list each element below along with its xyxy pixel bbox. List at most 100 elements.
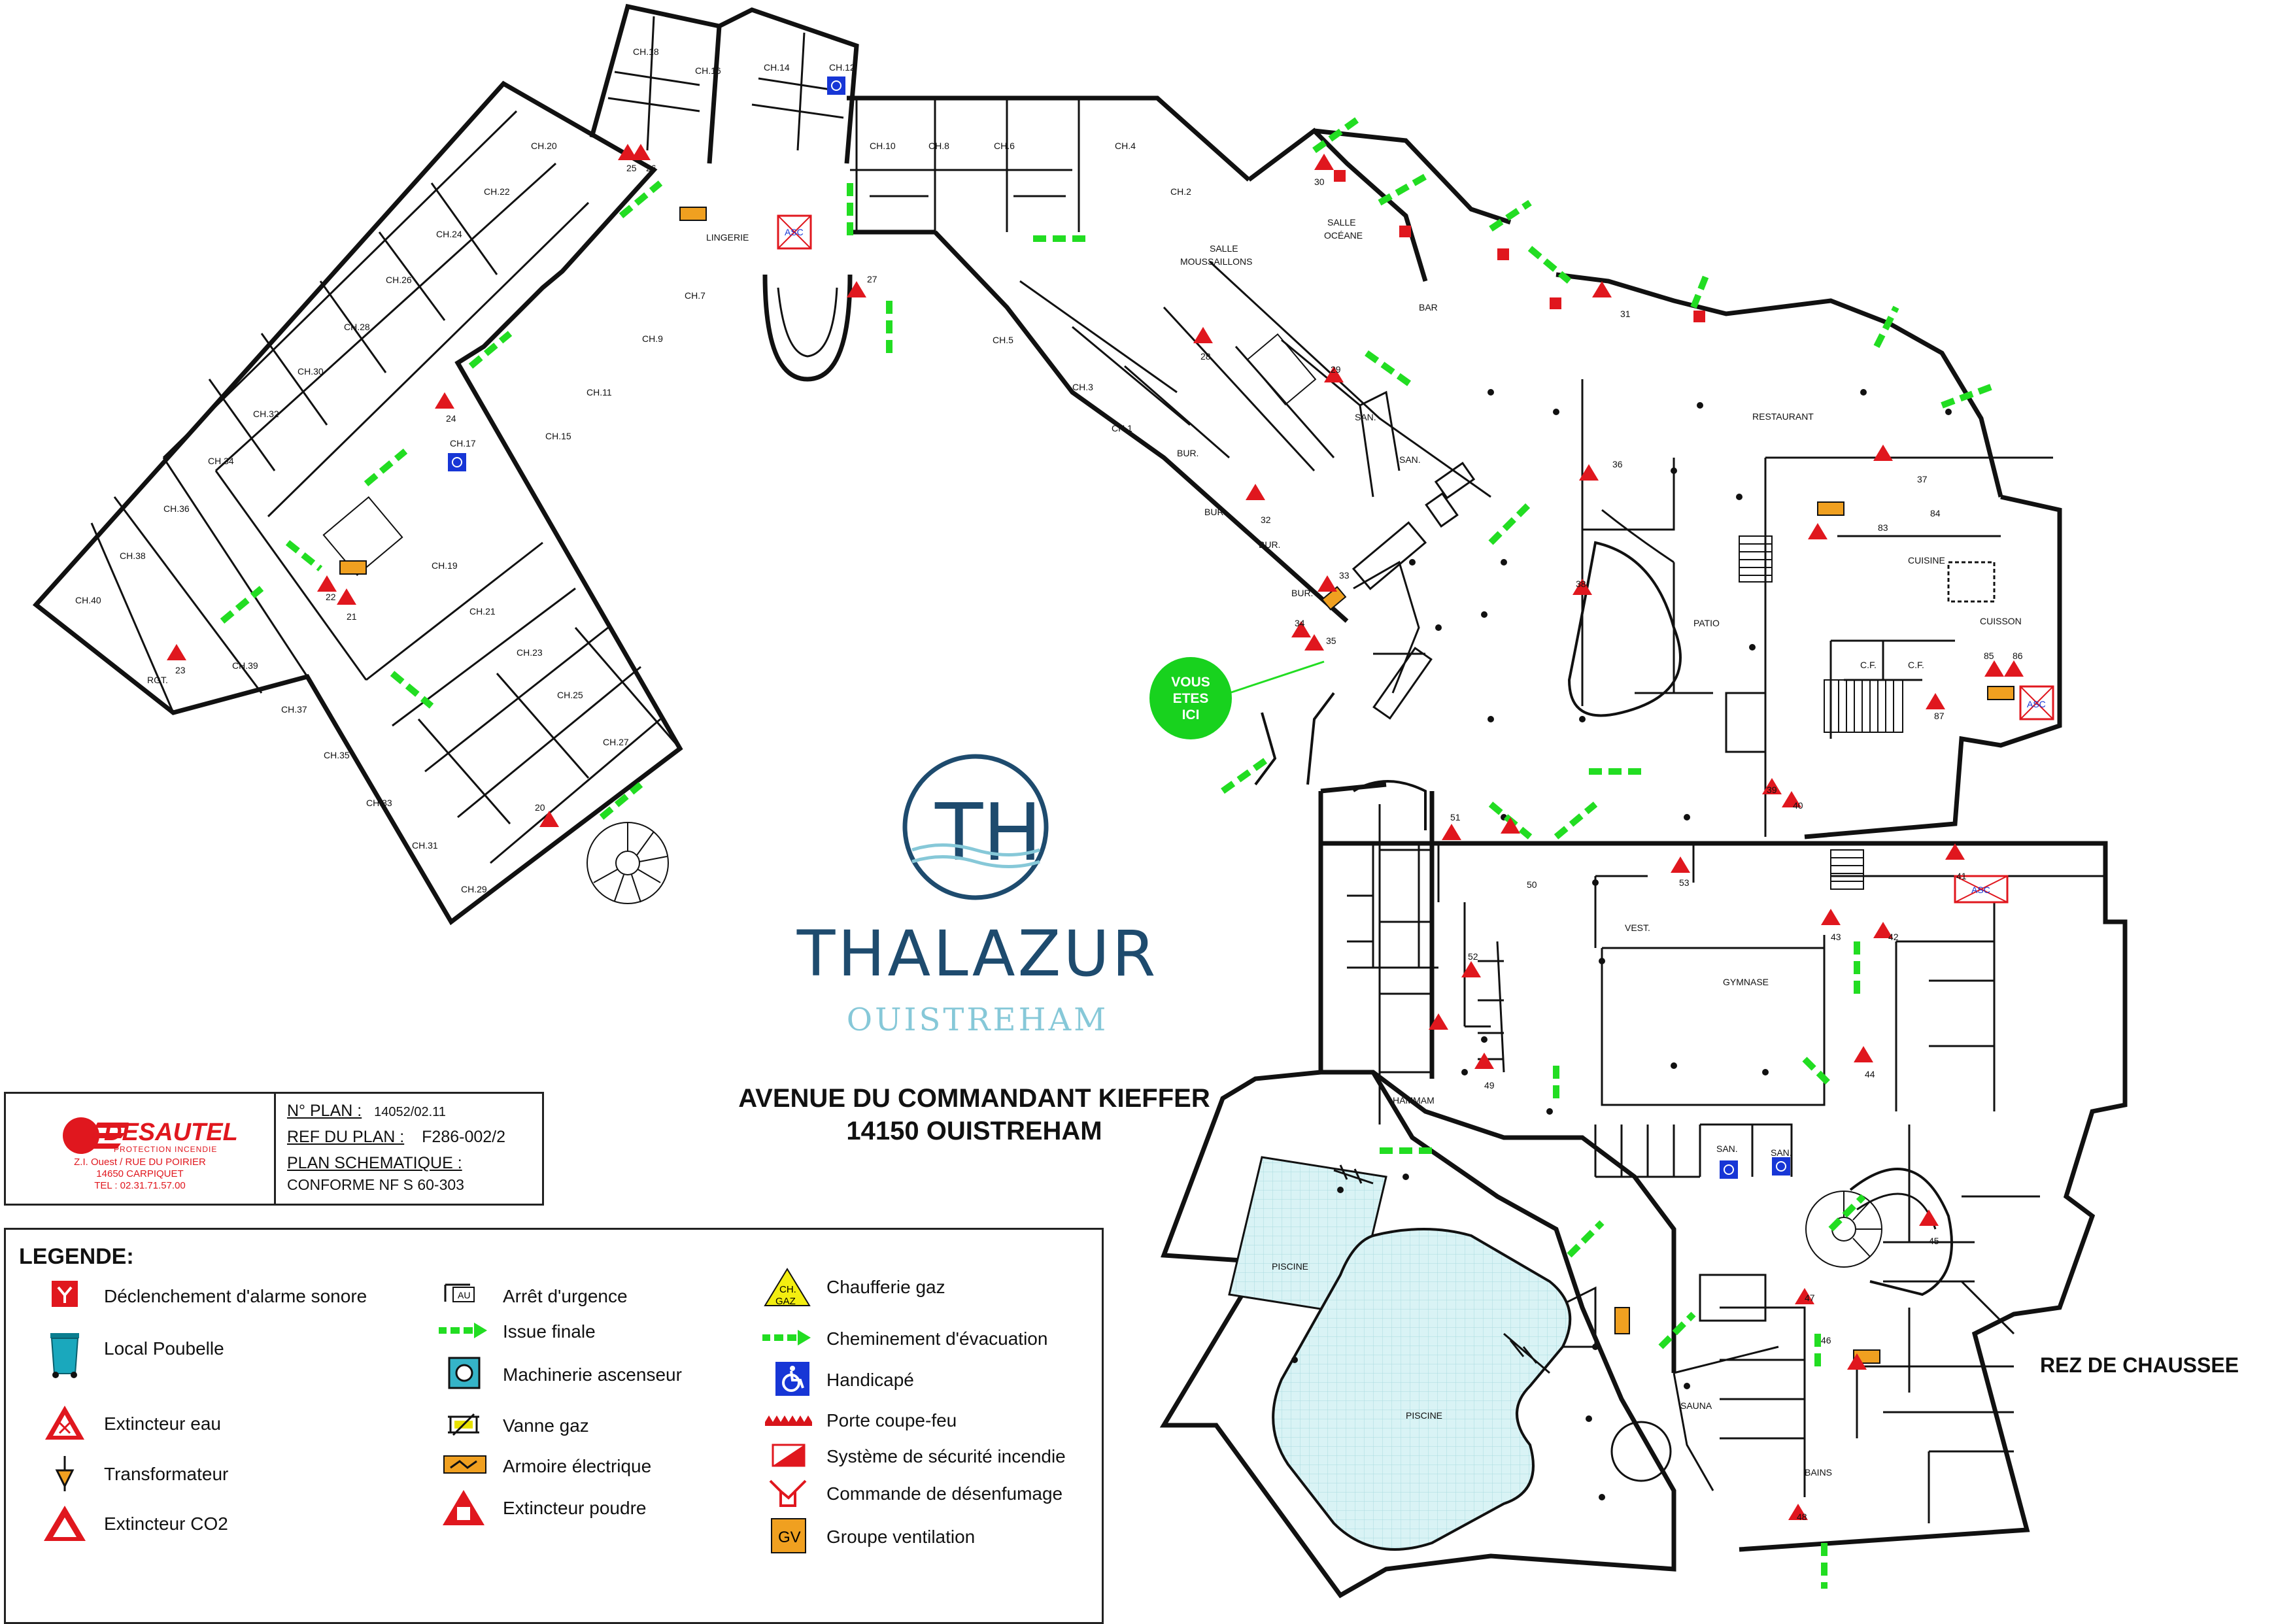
legend-label: Issue finale [503,1321,596,1342]
svg-text:CH.: CH. [779,1284,796,1295]
here-pointer [1229,660,1325,694]
room-label: CH.27 [603,737,629,747]
room-label: CH.30 [298,366,324,377]
room-label: CH.3 [1072,382,1093,392]
legend-label: Extincteur eau [104,1413,221,1434]
company-tagline: PROTECTION INCENDIE [114,1145,218,1154]
plan-reference-value: F286-002/2 [422,1128,506,1146]
svg-text:49: 49 [1484,1080,1495,1091]
svg-text:20: 20 [535,802,545,813]
company-phone: TEL : 02.31.71.57.00 [94,1180,186,1191]
svg-text:34: 34 [1295,618,1305,628]
north-rooms-walls [589,3,1349,623]
address: AVENUE DU COMMANDANT KIEFFER 14150 OUIST… [706,1082,1242,1147]
svg-text:23: 23 [175,665,186,675]
room-label: MOUSSAILLONS [1180,256,1252,267]
room-label: CH.4 [1115,141,1136,151]
elevator-icon: ASC [1954,875,2009,904]
powder-extinguisher-icon [443,1490,484,1525]
plan-reference: REF DU PLAN : F286-002/2 [287,1128,505,1147]
pool-ladder [1333,1164,1374,1185]
room-label: C.F. [1908,660,1924,670]
title-block: DESAUTEL PROTECTION INCENDIE Z.I. Ouest … [4,1092,544,1206]
room-label: CH.22 [484,186,510,197]
legend-label: Déclenchement d'alarme sonore [104,1286,367,1306]
legend-label: Commande de désenfumage [826,1483,1063,1504]
room-label: CH.38 [120,550,146,561]
room-label: CUISSON [1980,616,2022,626]
svg-text:41: 41 [1956,871,1967,881]
svg-text:24: 24 [446,413,456,424]
svg-text:25: 25 [626,163,637,173]
room-label: LINGERIE [706,232,749,243]
svg-text:53: 53 [1679,877,1690,888]
plan-type: PLAN SCHEMATIQUE : [287,1154,462,1173]
elevator-icon: ASC [777,214,812,250]
room-label: CH.6 [994,141,1015,151]
svg-text:27: 27 [867,274,877,284]
plan-conformity: CONFORME NF S 60-303 [287,1176,464,1193]
svg-text:AU: AU [458,1290,470,1300]
svg-text:85: 85 [1984,651,1994,661]
svg-text:48: 48 [1797,1512,1807,1522]
water-extinguisher-icon [45,1406,84,1440]
room-label: SALLE [1327,217,1356,228]
room-label: CH.31 [412,840,438,851]
plan-type-label: PLAN SCHEMATIQUE : [287,1154,462,1172]
elevator-icon: ASC [2019,685,2054,720]
emergency-stop-icon: AU [444,1283,475,1302]
company-address-line: 14650 CARPIQUET [96,1168,184,1179]
room-label: CH.5 [993,335,1013,345]
elevator-machinery-icon [448,1357,481,1389]
svg-text:31: 31 [1620,309,1631,319]
gas-valve-icon [448,1413,479,1436]
brand-subtitle: OUISTREHAM [846,1002,1109,1038]
room-label: CH.21 [469,606,496,617]
columns [1291,389,1952,1500]
room-label: RESTAURANT [1752,411,1814,422]
room-label: CH.7 [685,290,706,301]
trash-bin-icon [50,1333,79,1378]
room-label: BUR. [1291,588,1313,598]
alarm-trigger-icon [52,1281,78,1307]
svg-text:51: 51 [1450,812,1461,822]
room-label: CH.20 [531,141,557,151]
room-label: BAR [1419,302,1438,313]
svg-text:21: 21 [347,611,357,622]
room-label: CH.16 [695,65,721,76]
plan-number-label: N° PLAN : [287,1102,362,1120]
room-label: PATIO [1693,618,1720,628]
svg-text:26: 26 [646,163,656,173]
room-label: CH.2 [1170,186,1191,197]
room-label: CH.32 [253,409,279,419]
room-label: CH.37 [281,704,307,715]
legend-label: Vanne gaz [503,1415,589,1436]
legend-label: Local Poubelle [104,1338,224,1359]
staircase [322,333,1903,890]
company-block: DESAUTEL PROTECTION INCENDIE Z.I. Ouest … [6,1094,276,1204]
legend-label: Extincteur poudre [503,1498,647,1518]
room-label: PISCINE [1272,1261,1308,1272]
svg-text:43: 43 [1831,932,1841,942]
legend-label: Chaufferie gaz [826,1277,945,1297]
elevator-label: ASC [2027,699,2046,709]
room-label: SALLE [1210,243,1238,254]
you-are-here-line: VOUS [1171,674,1210,690]
room-label: SAN. [1355,412,1376,422]
svg-text:38: 38 [1576,579,1586,589]
svg-text:40: 40 [1793,800,1803,811]
svg-text:29: 29 [1331,364,1341,375]
svg-text:50: 50 [1527,879,1537,890]
room-label: RGT. [147,675,168,685]
room-label: SAN. [1716,1143,1738,1154]
spiral-staircase [586,822,1882,1268]
svg-text:44: 44 [1865,1069,1875,1079]
company-address-line: Z.I. Ouest / RUE DU POIRIER [74,1157,206,1168]
svg-text:83: 83 [1878,522,1888,533]
svg-text:22: 22 [326,592,336,602]
legend-label: Handicapé [826,1370,914,1390]
address-line1: AVENUE DU COMMANDANT KIEFFER [738,1084,1210,1113]
pool-ladder [1503,1332,1550,1374]
